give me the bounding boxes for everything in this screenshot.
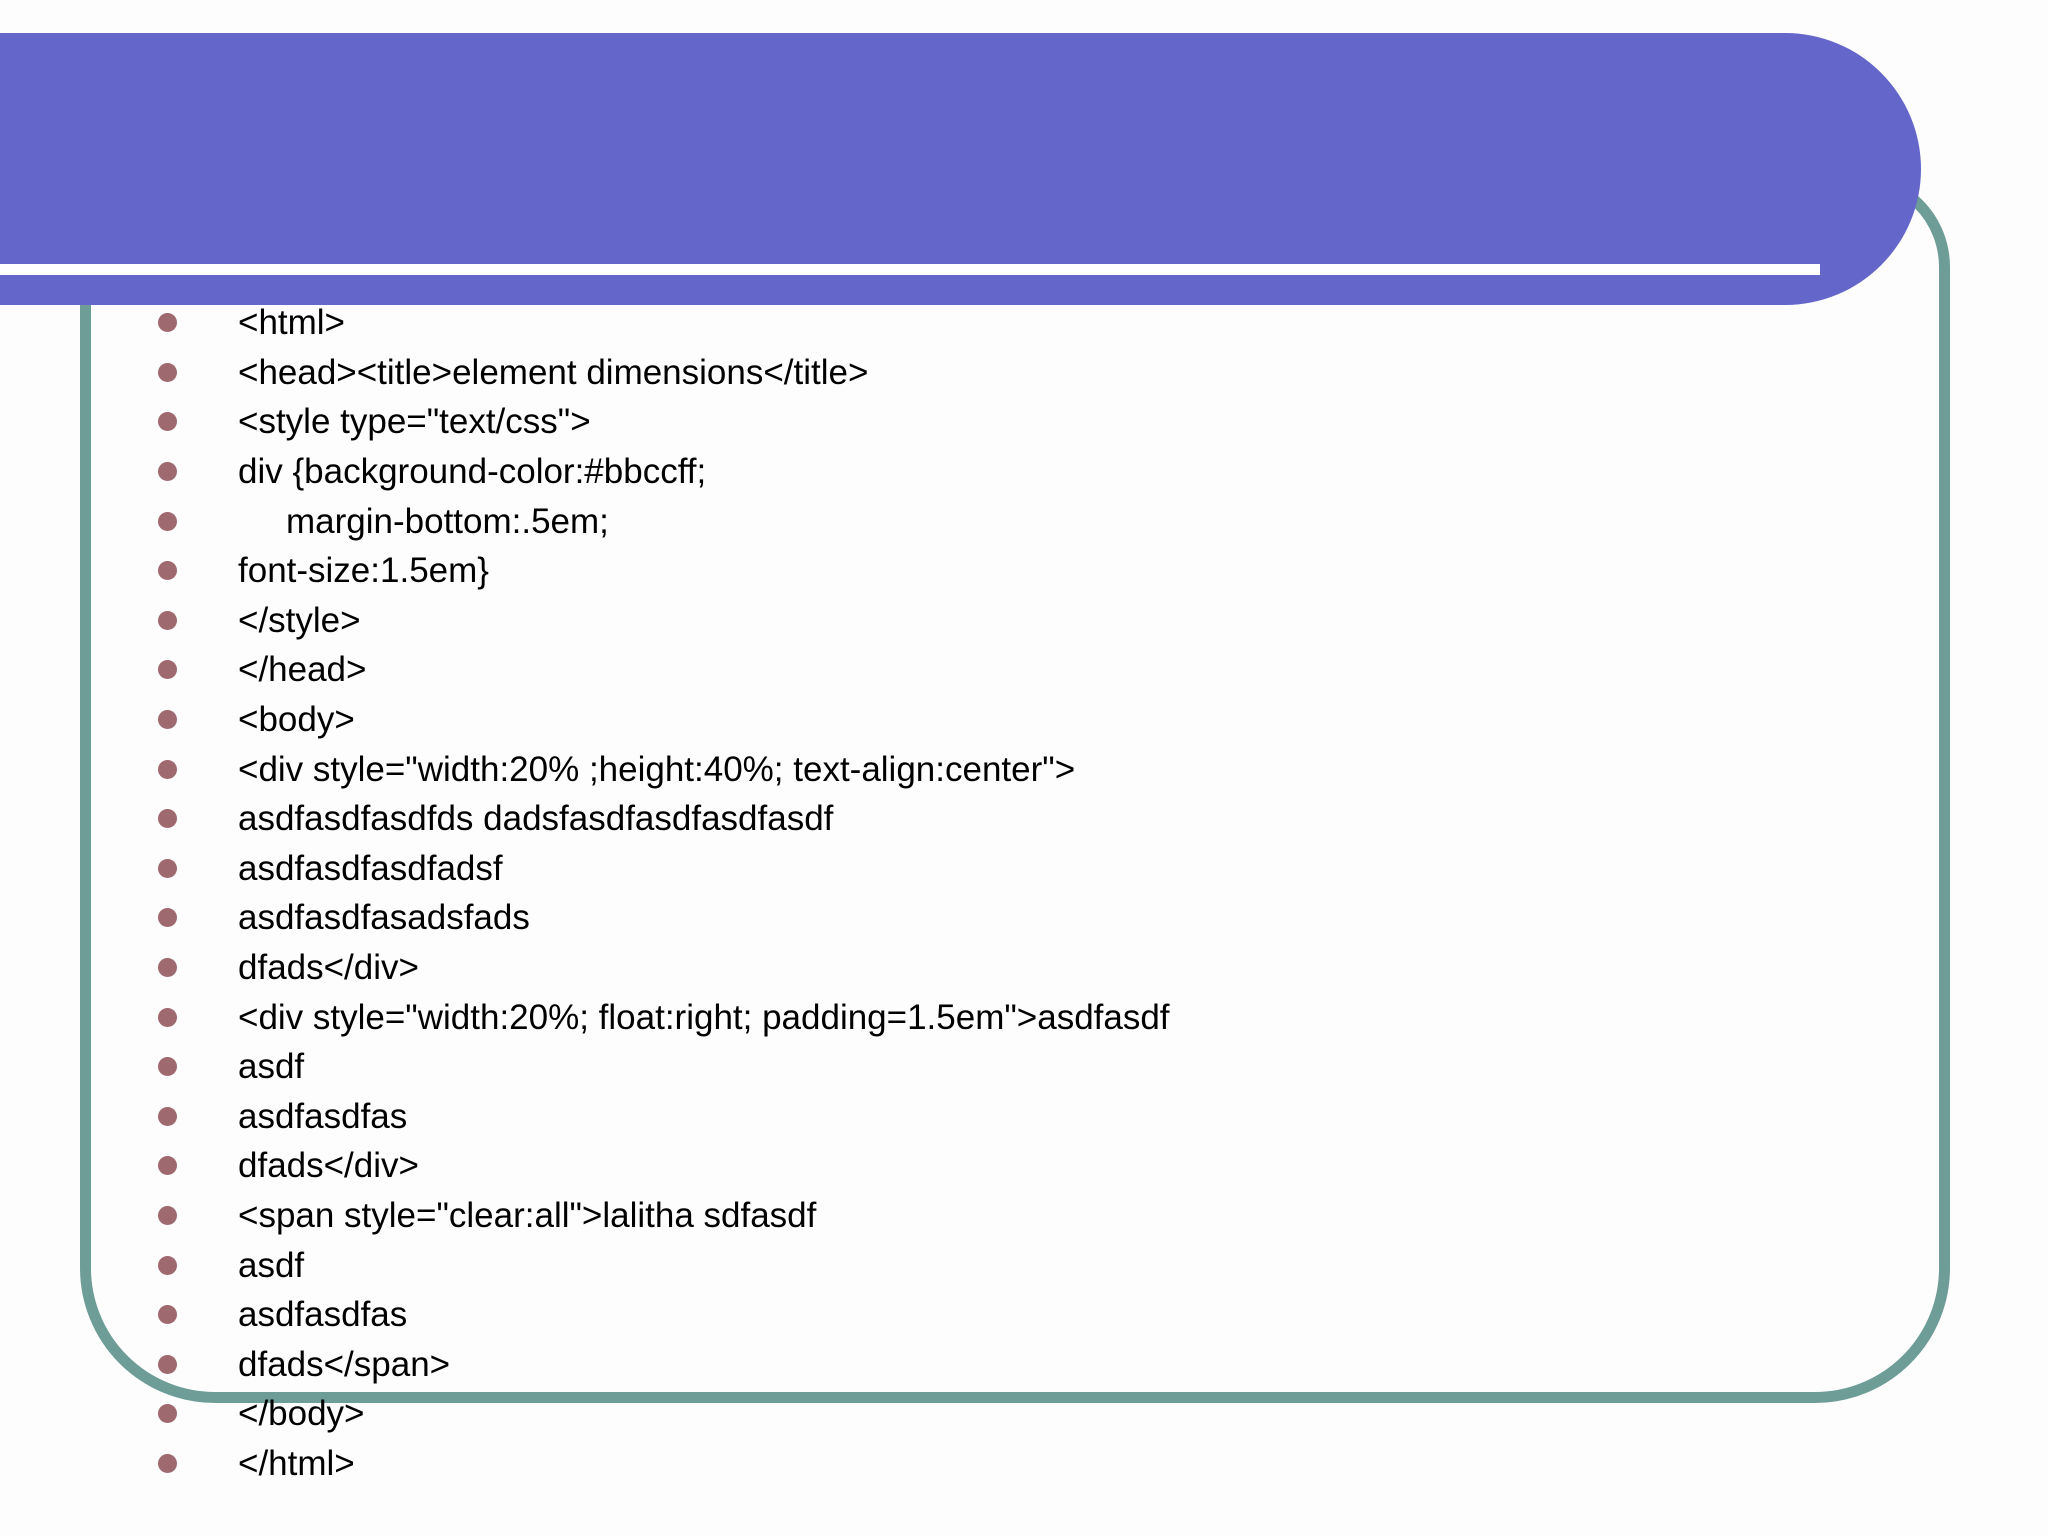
code-line: <span style="clear:all">lalitha sdfasdf — [0, 1191, 2048, 1241]
circle-bullet-icon — [158, 610, 177, 630]
code-line-text: <div style="width:20%; float:right; padd… — [238, 997, 1170, 1037]
code-line: font-size:1.5em} — [0, 546, 2048, 596]
circle-bullet-icon — [158, 1106, 177, 1126]
code-line: dfads</div> — [0, 943, 2048, 993]
code-line: asdfasdfasdfadsf — [0, 844, 2048, 894]
circle-bullet-icon — [158, 561, 177, 581]
code-line-text: </html> — [238, 1443, 355, 1483]
code-line: asdf — [0, 1042, 2048, 1092]
code-line-text: dfads</div> — [238, 1146, 419, 1186]
circle-bullet-icon — [158, 412, 177, 432]
code-line-text: dfads</div> — [238, 948, 419, 988]
code-line: </head> — [0, 645, 2048, 695]
code-line-text: asdf — [238, 1047, 305, 1087]
code-line: asdfasdfas — [0, 1092, 2048, 1142]
code-line-text: asdfasdfasdfadsf — [238, 848, 503, 888]
code-line: </html> — [0, 1439, 2048, 1489]
circle-bullet-icon — [158, 660, 177, 680]
circle-bullet-icon — [158, 1354, 177, 1374]
circle-bullet-icon — [158, 1156, 177, 1176]
code-line: <body> — [0, 695, 2048, 745]
code-line: <div style="width:20% ;height:40%; text-… — [0, 744, 2048, 794]
code-line-text: asdfasdfas — [238, 1096, 408, 1136]
code-line: asdfasdfasdfds dadsfasdfasdfasdfasdf — [0, 794, 2048, 844]
circle-bullet-icon — [158, 462, 177, 482]
code-line: div {background-color:#bbccff; — [0, 447, 2048, 497]
code-line: <style type="text/css"> — [0, 397, 2048, 447]
circle-bullet-icon — [158, 1453, 177, 1473]
code-line: margin-bottom:.5em; — [0, 496, 2048, 546]
code-line: dfads</span> — [0, 1339, 2048, 1389]
code-line-text: asdfasdfasdfds dadsfasdfasdfasdfasdf — [238, 799, 834, 839]
code-line: <div style="width:20%; float:right; padd… — [0, 992, 2048, 1042]
circle-bullet-icon — [158, 511, 177, 531]
circle-bullet-icon — [158, 1057, 177, 1077]
code-line: </style> — [0, 596, 2048, 646]
circle-bullet-icon — [158, 958, 177, 978]
code-line: <head><title>element dimensions</title> — [0, 348, 2048, 398]
code-line-text: <head><title>element dimensions</title> — [238, 352, 869, 392]
code-line-text: </style> — [238, 600, 361, 640]
code-line-text: asdfasdfasadsfads — [238, 898, 530, 938]
circle-bullet-icon — [158, 809, 177, 829]
circle-bullet-icon — [158, 1007, 177, 1027]
circle-bullet-icon — [158, 858, 177, 878]
code-line-text: div {background-color:#bbccff; — [238, 452, 707, 492]
circle-bullet-icon — [158, 1205, 177, 1225]
circle-bullet-icon — [158, 1305, 177, 1325]
code-line-text: <div style="width:20% ;height:40%; text-… — [238, 749, 1076, 789]
code-line: <html> — [0, 298, 2048, 348]
code-line: asdfasdfasadsfads — [0, 893, 2048, 943]
circle-bullet-icon — [158, 1404, 177, 1424]
circle-bullet-icon — [158, 1255, 177, 1275]
code-line-text: asdf — [238, 1245, 305, 1285]
code-line: asdf — [0, 1240, 2048, 1290]
circle-bullet-icon — [158, 710, 177, 730]
code-line-text: font-size:1.5em} — [238, 551, 489, 591]
banner-divider-line — [0, 264, 1820, 275]
code-line-text: <html> — [238, 303, 345, 343]
code-line-text: <span style="clear:all">lalitha sdfasdf — [238, 1195, 817, 1235]
code-line-text: <body> — [238, 700, 355, 740]
code-line: </body> — [0, 1389, 2048, 1439]
code-line-text: </body> — [238, 1394, 365, 1434]
code-line-text: asdfasdfas — [238, 1295, 408, 1335]
circle-bullet-icon — [158, 908, 177, 928]
code-line-text: margin-bottom:.5em; — [286, 501, 609, 541]
code-bullet-list: <html> <head><title>element dimensions</t… — [0, 298, 2048, 1488]
circle-bullet-icon — [158, 759, 177, 779]
code-line-text: <style type="text/css"> — [238, 402, 591, 442]
circle-bullet-icon — [158, 362, 177, 382]
code-line: asdfasdfas — [0, 1290, 2048, 1340]
circle-bullet-icon — [158, 313, 177, 333]
code-line-text: </head> — [238, 650, 367, 690]
code-line-text: dfads</span> — [238, 1344, 451, 1384]
code-line: dfads</div> — [0, 1141, 2048, 1191]
title-banner — [0, 33, 1921, 305]
